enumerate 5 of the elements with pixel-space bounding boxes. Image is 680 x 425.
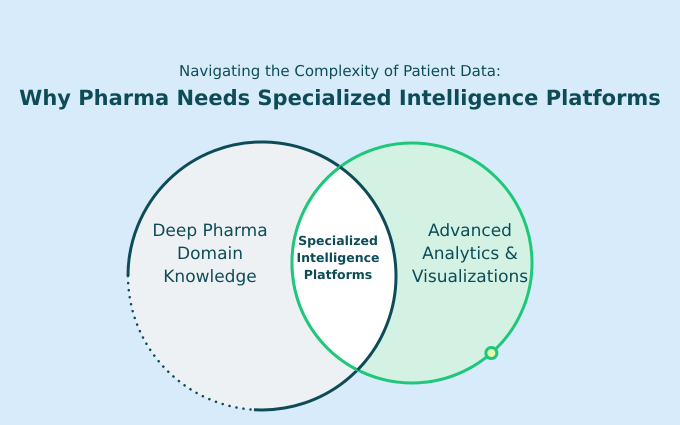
circle-label: Advanced Analytics & Visualizations	[410, 220, 530, 289]
title: Why Pharma Needs Specialized Intelligence Platforms	[18, 86, 662, 110]
subtitle: Navigating the Complexity of Patient Data:	[178, 62, 502, 80]
circle-label: Deep Pharma Domain Knowledge	[151, 220, 269, 289]
intersection-label: Specialized Intelligence Platforms	[296, 232, 380, 284]
